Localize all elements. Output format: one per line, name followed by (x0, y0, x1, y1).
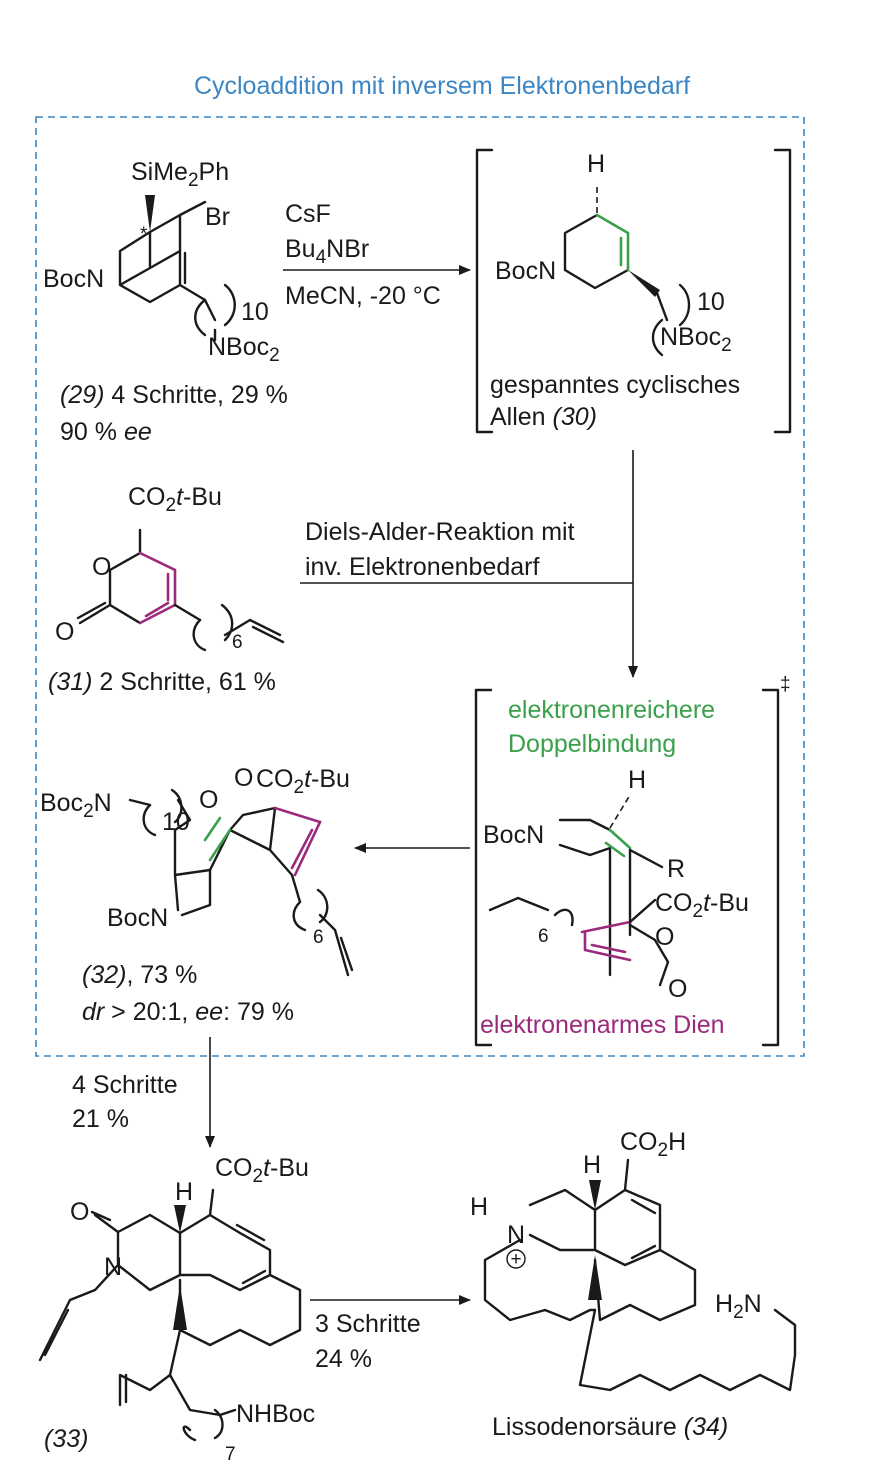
ts-purple-label: elektronenarmes Dien (480, 1011, 725, 1039)
step-4-line-2: 24 % (315, 1345, 372, 1373)
reagent-csf: CsF (285, 200, 331, 228)
compound-34: CO2H H H N + H2N Lissodenorsäure (34) (470, 1128, 797, 1441)
amine-34: H2N (715, 1290, 762, 1323)
scheme-title: Cycloaddition mit inversem Elektronenbed… (194, 72, 690, 100)
ts-green-line-2: Doppelbindung (508, 730, 676, 758)
ts-ring-oxygen: O (655, 923, 674, 951)
ts-green-line-1: elektronenreichere (508, 696, 715, 724)
ts-dagger: ‡ (780, 674, 791, 695)
chain-count-33: 7 (225, 1444, 236, 1465)
chain-count-32b: 6 (313, 927, 324, 948)
transition-state: ‡ elektronenreichere Doppelbindung H Boc… (474, 674, 791, 1047)
ester-32: CO2t-Bu (256, 765, 350, 798)
step-3-line-2: 21 % (72, 1105, 129, 1133)
chain-count-30: 10 (697, 288, 725, 316)
nboc2-label: NBoc2 (208, 333, 280, 366)
ts-r: R (667, 855, 685, 883)
compound-32-label: (32), 73 % (82, 961, 197, 989)
plus-charge-icon (506, 1249, 526, 1269)
chain-count: 10 (241, 298, 269, 326)
nitrogen-34: N (507, 1221, 525, 1249)
compound-30-description: gespanntes cyclisches (490, 371, 740, 399)
ester-label-31: CO2t-Bu (128, 483, 222, 516)
si-group: SiMe2Ph (131, 158, 229, 191)
ts-chain-count: 6 (538, 926, 549, 947)
ts-ester: CO2t-Bu (655, 889, 749, 922)
h-top-34: H (583, 1151, 601, 1179)
compound-29-label: (29) 4 Schritte, 29 % (60, 381, 288, 409)
compound-32-selectivity: dr > 20:1, ee: 79 % (82, 998, 294, 1026)
bocn-32: BocN (107, 904, 168, 932)
ester-33: CO2t-Bu (215, 1154, 309, 1187)
step-4: 3 Schritte 24 % (310, 1295, 471, 1373)
oxygen-32b: O (234, 764, 253, 792)
oxygen-33: O (70, 1198, 89, 1226)
nitrogen-33: N (104, 1253, 122, 1281)
compound-30: H BocN 10 NBoc2 gespanntes cyclisches Al… (475, 148, 792, 434)
bocn-label: BocN (43, 265, 104, 293)
compound-31: CO2t-Bu O O 6 (31) 2 Schritte, 61 % (48, 483, 285, 696)
stereo-marker: * (140, 224, 148, 245)
compound-32: Boc2N 10 O O CO2t-Bu BocN 6 (32), 73 % d… (40, 764, 354, 1026)
boc2n-label: Boc2N (40, 789, 112, 822)
compound-33-label: (33) (44, 1425, 88, 1453)
carbonyl-oxygen-31: O (55, 618, 74, 646)
bromo-label: Br (205, 203, 230, 231)
ts-carbonyl-oxygen: O (668, 975, 687, 1003)
cycloaddition-frame (35, 116, 805, 1057)
nhboc-33: NHBoc (236, 1400, 315, 1428)
reagent-bu4nbr: Bu4NBr (285, 235, 369, 268)
h-n-34: H (470, 1193, 488, 1221)
bocn-label-30: BocN (495, 257, 556, 285)
chain-count-32a: 10 (162, 808, 190, 836)
step-4-line-1: 3 Schritte (315, 1310, 421, 1338)
compound-30-label: Allen (30) (490, 403, 597, 431)
oxygen-32a: O (199, 786, 218, 814)
compound-33: CO2t-Bu H O N NHBoc 7 (33) (38, 1154, 315, 1465)
h-33: H (175, 1178, 193, 1206)
chain-count-31: 6 (232, 632, 243, 653)
step-2-line-1: Diels-Alder-Reaktion mit (305, 518, 575, 546)
compound-29-ee: 90 % ee (60, 418, 152, 446)
step-2-line-2: inv. Elektronenbedarf (305, 553, 539, 581)
acid-34: CO2H (620, 1128, 686, 1161)
step-2: Diels-Alder-Reaktion mit inv. Elektronen… (300, 518, 633, 584)
step-1: CsF Bu4NBr MeCN, -20 °C (283, 200, 471, 310)
step-3: 4 Schritte 21 % (72, 1037, 215, 1148)
ts-h: H (628, 766, 646, 794)
compound-31-label: (31) 2 Schritte, 61 % (48, 668, 276, 696)
h-label-30: H (587, 150, 605, 178)
nboc2-label-30: NBoc2 (660, 323, 732, 356)
ts-bocn: BocN (483, 821, 544, 849)
compound-29: SiMe2Ph Br * BocN 10 NBoc2 (29) 4 Schrit… (43, 158, 288, 446)
ring-oxygen-31: O (92, 553, 111, 581)
compound-34-name: Lissodenorsäure (34) (492, 1413, 728, 1441)
step-3-line-1: 4 Schritte (72, 1071, 178, 1099)
plus-charge: + (510, 1249, 521, 1270)
reaction-conditions-1: MeCN, -20 °C (285, 282, 441, 310)
